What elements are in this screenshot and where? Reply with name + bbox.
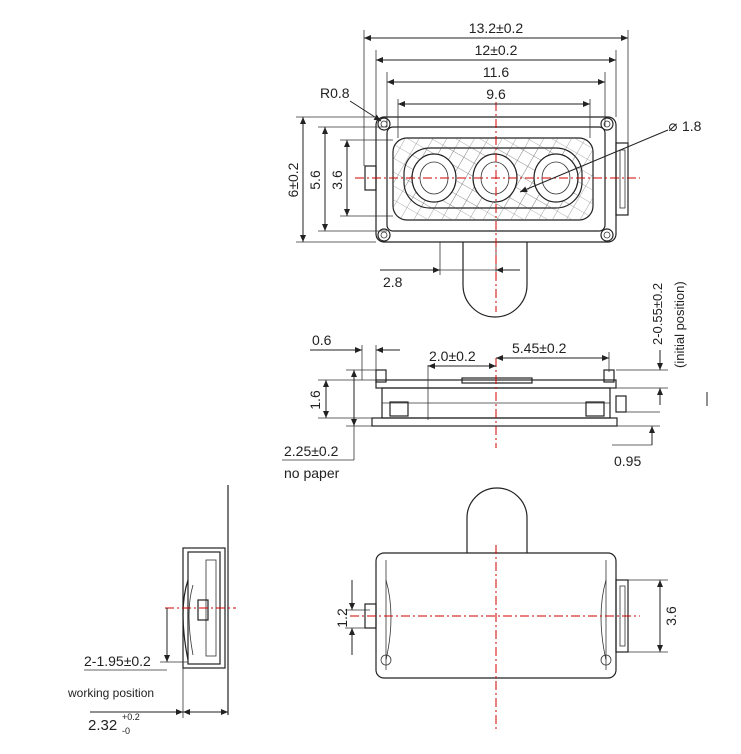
dim-body-height: 1.6 [307, 390, 323, 410]
dim-right-offset: 0.95 [614, 453, 641, 469]
top-view-tail [462, 242, 528, 318]
dim-tab-offset: 2.8 [383, 274, 403, 290]
dim-small: 1.2 [334, 608, 350, 628]
dim-terminal-working: 2-1.95±0.2 [84, 653, 151, 669]
dim-terminal-height: 2-0.55±0.2 [650, 283, 665, 345]
dim-center-offset: 2.0±0.2 [429, 348, 476, 364]
note-no-paper: no paper [284, 465, 340, 481]
dim-cavity-height: 3.6 [329, 170, 345, 190]
top-view-right-tab [615, 142, 629, 216]
dim-thickness-sub: -0 [122, 726, 130, 736]
dim-terminal-distance: 5.45±0.2 [512, 340, 567, 356]
label-corner-radius: R0.8 [320, 85, 350, 101]
dim-overall-width: 13.2±0.2 [469, 20, 524, 36]
bottom-view: 1.2 3.6 [334, 487, 679, 730]
dim-height: 3.6 [663, 606, 679, 626]
side-view: 0.6 2.0±0.2 5.45±0.2 2-0.55±0.2 (initial… [282, 281, 708, 481]
dim-cavity-width: 9.6 [486, 86, 506, 102]
label-hole-diameter-symbol: ⌀ [668, 118, 677, 135]
note-working-position: working position [67, 686, 154, 700]
dim-frame-width: 12±0.2 [475, 42, 518, 58]
left-view: 2-1.95±0.2 working position 2.32 +0.2 -0 [67, 485, 236, 736]
dim-total-height: 2.25±0.2 [284, 443, 339, 459]
dim-thickness-sup: +0.2 [122, 712, 140, 722]
label-hole-diameter: 1.8 [682, 118, 702, 134]
dim-inner-height: 5.6 [307, 170, 323, 190]
corner-holes [377, 117, 614, 242]
top-view: 13.2±0.2 12±0.2 11.6 9.6 R0.8 ⌀ 1.8 6±0.… [285, 20, 702, 318]
note-initial-position: (initial position) [672, 281, 687, 368]
dim-flange-thickness: 0.6 [312, 332, 332, 348]
dim-thickness: 2.32 [88, 717, 117, 734]
bottom-view-tail [466, 487, 528, 553]
side-view-base [371, 417, 618, 427]
dim-inner-width: 11.6 [483, 64, 509, 80]
dim-overall-height: 6±0.2 [285, 162, 301, 197]
